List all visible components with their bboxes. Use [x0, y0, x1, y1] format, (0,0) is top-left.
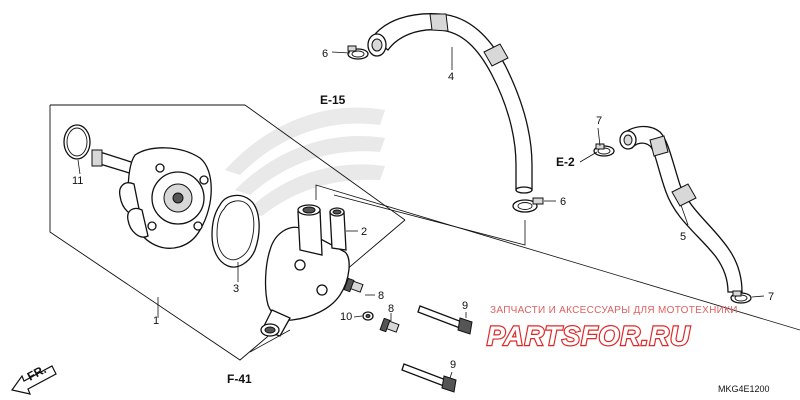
front-direction-arrow: FR.: [10, 362, 57, 395]
label-3: 3: [233, 283, 239, 295]
label-8a: 8: [378, 290, 384, 302]
label-4: 4: [448, 71, 454, 83]
diagram-code: MKG4E1200: [718, 384, 770, 394]
label-7a: 7: [596, 115, 602, 127]
label-8b: 8: [388, 303, 394, 315]
label-2: 2: [361, 226, 367, 238]
watermark-brand: PARTSFOR.RU: [487, 321, 691, 351]
bolt-9-lower: [401, 363, 457, 393]
water-pump-body: [91, 147, 212, 249]
bolt-8-lower: [379, 317, 400, 333]
label-5: 5: [680, 231, 686, 243]
section-references: E-15 E-2 F-41: [227, 93, 575, 386]
label-6b: 6: [560, 196, 566, 208]
label-6a: 6: [322, 48, 328, 60]
washer-10: [362, 311, 374, 321]
label-9b: 9: [450, 359, 456, 371]
clamp-6-upper: [347, 45, 369, 60]
pump-cover-2: [260, 204, 350, 337]
ref-f41: F-41: [227, 372, 252, 386]
clamp-7-lower: [730, 290, 752, 304]
hose-4: [367, 13, 533, 194]
bolt-8-upper: [343, 277, 364, 293]
label-11: 11: [72, 175, 83, 187]
watermark: ЗАПЧАСТИ И АКСЕССУАРЫ ДЛЯ МОТОТЕХНИКИ PA…: [486, 305, 738, 352]
watermark-tagline: ЗАПЧАСТИ И АКСЕССУАРЫ ДЛЯ МОТОТЕХНИКИ: [490, 305, 738, 316]
leader-lines: [77, 47, 800, 379]
gasket-3: [211, 194, 260, 268]
background-wing-logo: [225, 107, 385, 216]
label-9a: 9: [462, 300, 468, 312]
label-10: 10: [340, 311, 352, 323]
clamp-7-upper: [593, 143, 615, 157]
label-7b: 7: [768, 291, 774, 303]
ref-e2: E-2: [556, 155, 575, 169]
hose-5: [619, 125, 743, 293]
label-1: 1: [153, 315, 159, 327]
bolt-9-upper: [417, 305, 473, 335]
o-ring-11: [63, 124, 91, 160]
part-numbers: 1 2 3 4 5 6 6 7 7 8 8 9 9 10 11: [72, 48, 774, 371]
ref-e15: E-15: [320, 93, 346, 107]
clamp-6-lower: [512, 197, 544, 213]
